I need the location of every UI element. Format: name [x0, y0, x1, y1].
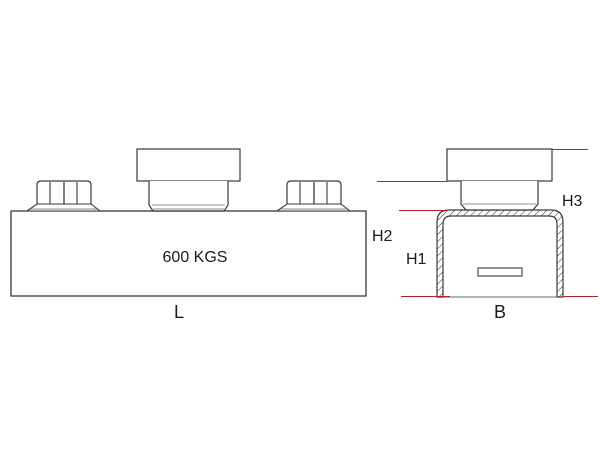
slot [477, 267, 523, 277]
width-label: B [494, 302, 506, 322]
channel-section [436, 209, 564, 298]
front-view: 600 KGS L [10, 148, 367, 322]
dimension-lines [377, 149, 598, 297]
h2-label: H2 [372, 228, 393, 245]
load-capacity-label: 600 KGS [163, 249, 228, 266]
load-button-side [446, 148, 553, 211]
right-bolt-icon [275, 180, 352, 212]
load-button [136, 148, 241, 212]
length-label: L [174, 302, 184, 322]
base-body [10, 210, 367, 297]
h1-label: H1 [406, 251, 427, 268]
left-bolt-icon [25, 180, 102, 212]
side-view: H3 H2 H1 B [372, 148, 598, 322]
h3-label: H3 [562, 193, 583, 210]
